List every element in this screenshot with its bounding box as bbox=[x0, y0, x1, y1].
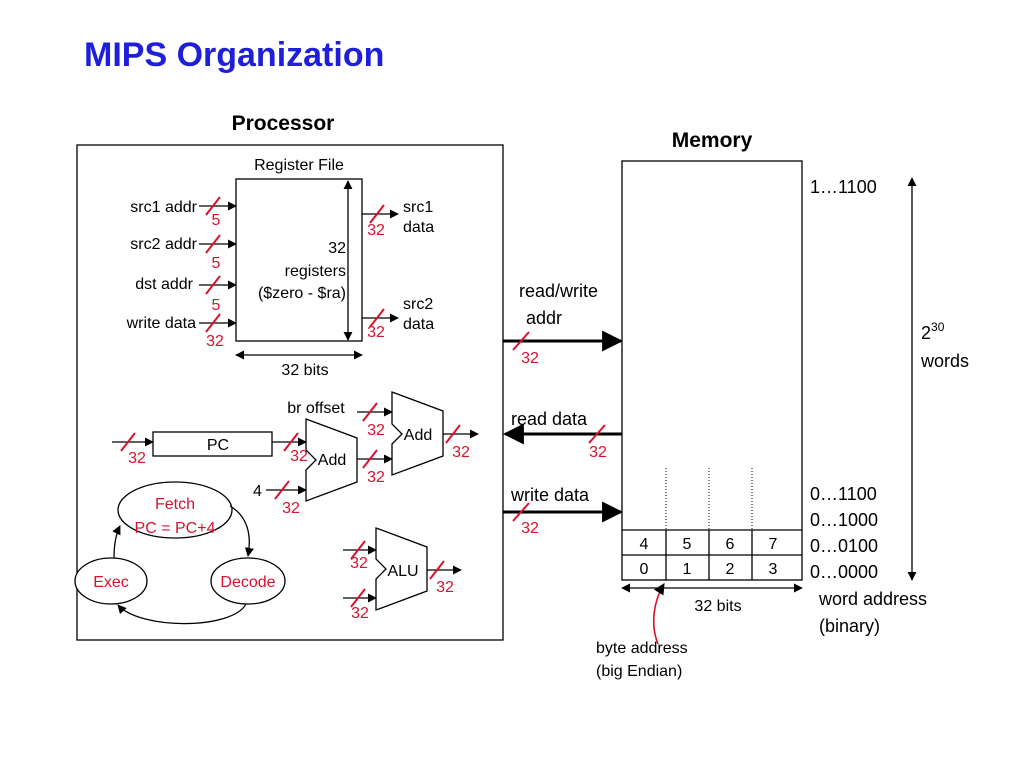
pc-to-adder-bus-slash bbox=[283, 432, 299, 452]
branch-adder-output-width: 32 bbox=[452, 444, 470, 461]
byte-cell-5: 5 bbox=[683, 536, 692, 553]
processor-heading: Processor bbox=[232, 112, 335, 135]
alu bbox=[375, 527, 428, 611]
alu-input-b-bus-slash bbox=[350, 588, 366, 608]
pc-input-width: 32 bbox=[128, 450, 146, 467]
alu-output-width: 32 bbox=[436, 579, 454, 596]
exec-label: Exec bbox=[93, 574, 129, 591]
pc-adder-label: Add bbox=[318, 452, 346, 469]
branch-adder bbox=[391, 391, 444, 476]
fetch-to-decode-arrow bbox=[229, 505, 254, 557]
byte-address-endian: (big Endian) bbox=[596, 663, 682, 680]
src1-data-label-line1: src1 bbox=[403, 199, 433, 216]
fetch-label: Fetch bbox=[155, 496, 195, 513]
src2-data-width: 32 bbox=[367, 324, 385, 341]
registers-range: ($zero - $ra) bbox=[258, 285, 346, 302]
dst-addr-bus-slash bbox=[205, 275, 221, 295]
alu-input-a-bus-slash bbox=[350, 540, 366, 560]
byte-address-pointer bbox=[652, 583, 665, 645]
byte-cell-3: 3 bbox=[769, 561, 778, 578]
read-write-addr-label-line2: addr bbox=[526, 308, 562, 328]
read-data-label: read data bbox=[511, 409, 588, 429]
src1-addr-label: src1 addr bbox=[130, 199, 197, 216]
memory-heading: Memory bbox=[672, 129, 753, 152]
exec-state bbox=[74, 557, 148, 605]
src1-data-width: 32 bbox=[367, 222, 385, 239]
byte-cell-4: 4 bbox=[640, 536, 649, 553]
registers-word: registers bbox=[285, 263, 346, 280]
pc-adder-output-width: 32 bbox=[367, 469, 385, 486]
write-data-bus-width: 32 bbox=[521, 520, 539, 537]
src2-data-label-line2: data bbox=[403, 316, 434, 333]
memory-width-label: 32 bits bbox=[694, 598, 741, 615]
alu-input-a-width: 32 bbox=[350, 555, 368, 572]
src2-addr-width: 5 bbox=[212, 255, 221, 272]
dst-addr-width: 5 bbox=[212, 297, 221, 314]
fetch-action: PC = PC+4 bbox=[135, 520, 216, 537]
read-write-addr-label-line1: read/write bbox=[519, 281, 598, 301]
write-data-label: write data bbox=[126, 315, 196, 332]
constant-four: 4 bbox=[253, 483, 262, 500]
read-data-bus-slash bbox=[588, 424, 606, 444]
register-file-label: Register File bbox=[254, 157, 344, 174]
src2-data-label-line1: src2 bbox=[403, 296, 433, 313]
write-data-bus-slash bbox=[512, 502, 530, 522]
pc-to-adder-width: 32 bbox=[290, 448, 308, 465]
read-data-bus-width: 32 bbox=[589, 444, 607, 461]
byte-cell-7: 7 bbox=[769, 536, 778, 553]
br-offset-label: br offset bbox=[287, 400, 345, 417]
exec-to-fetch-arrow bbox=[112, 525, 121, 559]
slide-title: MIPS Organization bbox=[84, 36, 384, 74]
src1-data-bus-slash bbox=[369, 204, 385, 224]
pc-adder-output-bus-slash bbox=[362, 449, 378, 469]
byte-cell-1: 1 bbox=[683, 561, 692, 578]
memory-block bbox=[621, 160, 803, 581]
words-label: words bbox=[920, 351, 969, 371]
registers-count: 32 bbox=[328, 240, 346, 257]
write-data-width: 32 bbox=[206, 333, 224, 350]
branch-adder-label: Add bbox=[404, 427, 432, 444]
address-bus-width: 32 bbox=[521, 350, 539, 367]
top-address: 1…1100 bbox=[810, 177, 877, 197]
address-bus-slash bbox=[512, 331, 530, 351]
address-0-0000: 0…0000 bbox=[810, 562, 878, 582]
write-data-bus-slash bbox=[205, 313, 221, 333]
branch-adder-output-bus-slash bbox=[445, 424, 461, 444]
alu-label: ALU bbox=[387, 563, 418, 580]
address-0-1000: 0…1000 bbox=[810, 510, 878, 530]
decode-to-exec-arrow bbox=[117, 603, 247, 625]
alu-output-bus-slash bbox=[429, 560, 445, 580]
br-offset-bus-slash bbox=[362, 402, 378, 422]
src2-addr-label: src2 addr bbox=[130, 236, 197, 253]
register-file-width-label: 32 bits bbox=[281, 362, 328, 379]
register-file-block bbox=[235, 178, 363, 342]
byte-cell-0: 0 bbox=[640, 561, 649, 578]
br-offset-width: 32 bbox=[367, 422, 385, 439]
word-address-binary: (binary) bbox=[819, 616, 880, 636]
dst-addr-label: dst addr bbox=[135, 276, 193, 293]
pc-register bbox=[152, 431, 273, 457]
byte-cell-2: 2 bbox=[726, 561, 735, 578]
address-0-1100: 0…1100 bbox=[810, 484, 877, 504]
word-address-label: word address bbox=[818, 589, 927, 609]
src1-addr-bus-slash bbox=[205, 196, 221, 216]
fetch-state bbox=[117, 481, 233, 539]
decode-label: Decode bbox=[220, 574, 275, 591]
src2-data-bus-slash bbox=[369, 308, 385, 328]
src2-addr-bus-slash bbox=[205, 234, 221, 254]
four-width: 32 bbox=[282, 500, 300, 517]
address-0-0100: 0…0100 bbox=[810, 536, 878, 556]
alu-input-b-width: 32 bbox=[351, 605, 369, 622]
src1-data-label-line2: data bbox=[403, 219, 434, 236]
pc-input-bus-slash bbox=[120, 432, 136, 452]
pc-label: PC bbox=[207, 437, 229, 454]
words-power-label: 230 bbox=[921, 320, 945, 343]
write-data-bus-label: write data bbox=[510, 485, 590, 505]
byte-address-label: byte address bbox=[596, 640, 688, 657]
byte-cell-6: 6 bbox=[726, 536, 735, 553]
decode-state bbox=[210, 557, 286, 605]
four-bus-slash bbox=[274, 480, 290, 500]
src1-addr-width: 5 bbox=[212, 212, 221, 229]
